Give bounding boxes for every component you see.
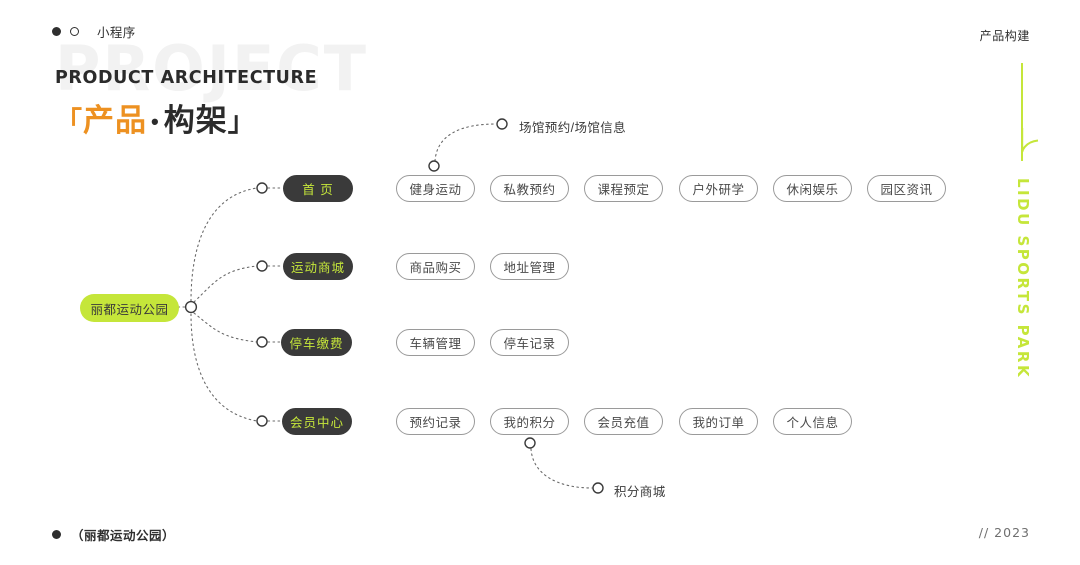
node-leaf-leisure[interactable]: 休闲娱乐: [773, 175, 852, 202]
node-leaf-my-orders-label: 我的订单: [692, 416, 745, 430]
node-leaf-my-points[interactable]: 我的积分: [490, 408, 569, 435]
node-leaf-course-booking[interactable]: 课程预定: [584, 175, 663, 202]
title-dark-part: 构架: [163, 102, 228, 138]
node-category-home[interactable]: 首 页: [283, 175, 353, 202]
title-block: PROJECT PRODUCT ARCHITECTURE 「产品•构架」: [55, 38, 366, 136]
node-leaf-park-news[interactable]: 园区资讯: [867, 175, 946, 202]
brand-curl-icon: [1021, 128, 1039, 153]
footer-right-label: // 2023: [978, 525, 1030, 540]
node-leaf-fitness-label: 健身运动: [409, 183, 462, 197]
topbar-label: 小程序: [97, 26, 136, 40]
node-leaf-member-topup[interactable]: 会员充值: [584, 408, 663, 435]
node-category-sports-mall-label: 运动商城: [290, 261, 345, 275]
node-category-sports-mall[interactable]: 运动商城: [283, 253, 353, 280]
watermark-text: PROJECT: [55, 32, 369, 105]
node-leaf-leisure-label: 休闲娱乐: [786, 183, 839, 197]
topbar: 小程序: [52, 22, 136, 41]
node-leaf-outdoor-study[interactable]: 户外研学: [679, 175, 758, 202]
node-category-home-label: 首 页: [302, 183, 334, 197]
node-root-label: 丽都运动公园: [90, 302, 169, 317]
node-root[interactable]: 丽都运动公园: [80, 294, 179, 322]
node-leaf-private-coach-label: 私教预约: [503, 183, 556, 197]
node-leaf-personal-info[interactable]: 个人信息: [773, 408, 852, 435]
node-leaf-booking-records-label: 预约记录: [409, 416, 462, 430]
node-leaf-vehicle-mgmt[interactable]: 车辆管理: [396, 329, 475, 356]
footer-left: （丽都运动公园）: [52, 525, 175, 544]
title-bracket-open: 「: [55, 106, 83, 137]
node-leaf-parking-records-label: 停车记录: [503, 337, 556, 351]
title-bracket-close: 」: [227, 106, 256, 137]
footer-dot-icon: [52, 530, 61, 539]
node-category-parking-payment[interactable]: 停车缴费: [281, 329, 352, 356]
node-category-member-center-label: 会员中心: [289, 416, 344, 430]
node-category-parking-payment-label: 停车缴费: [289, 337, 344, 351]
node-leaf-park-news-label: 园区资讯: [880, 183, 933, 197]
callout-label-venue-booking: 场馆预约/场馆信息: [519, 121, 627, 135]
node-leaf-private-coach[interactable]: 私教预约: [490, 175, 569, 202]
node-leaf-member-topup-label: 会员充值: [597, 416, 650, 430]
node-leaf-booking-records[interactable]: 预约记录: [396, 408, 475, 435]
callout-label-points-mall: 积分商城: [614, 485, 666, 499]
node-leaf-my-points-label: 我的积分: [503, 416, 556, 430]
topbar-right-label: 产品构建: [979, 29, 1030, 43]
node-leaf-vehicle-mgmt-label: 车辆管理: [409, 337, 462, 351]
node-leaf-outdoor-study-label: 户外研学: [692, 183, 745, 197]
node-leaf-course-booking-label: 课程预定: [597, 183, 650, 197]
node-leaf-personal-info-label: 个人信息: [786, 416, 839, 430]
footer-left-label: （丽都运动公园）: [71, 528, 176, 543]
page-eyebrow: PRODUCT ARCHITECTURE: [55, 68, 318, 88]
title-separator: •: [151, 108, 160, 134]
hollow-dot-icon: [70, 27, 79, 36]
page-title: 「产品•构架」: [55, 105, 317, 136]
brand-vertical-text: LIDU SPORTS PARK: [1014, 178, 1032, 380]
node-leaf-fitness[interactable]: 健身运动: [396, 175, 475, 202]
node-category-member-center[interactable]: 会员中心: [282, 408, 352, 435]
node-leaf-address-mgmt-label: 地址管理: [503, 261, 556, 275]
brand-vertical-line: [1021, 63, 1023, 161]
node-leaf-product-purchase[interactable]: 商品购买: [396, 253, 475, 280]
node-leaf-address-mgmt[interactable]: 地址管理: [490, 253, 569, 280]
node-leaf-product-purchase-label: 商品购买: [409, 261, 462, 275]
node-leaf-my-orders[interactable]: 我的订单: [679, 408, 758, 435]
title-orange-part: 产品: [83, 102, 147, 138]
filled-dot-icon: [52, 27, 61, 36]
node-leaf-parking-records[interactable]: 停车记录: [490, 329, 569, 356]
